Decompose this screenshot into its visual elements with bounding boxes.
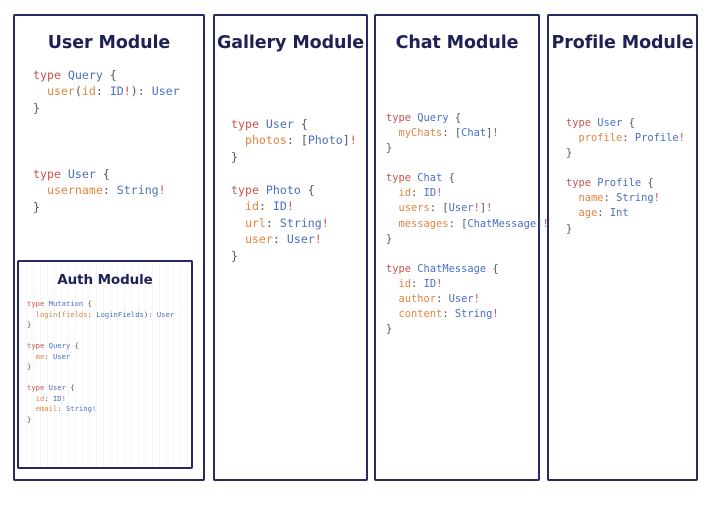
module-body-chat: type Query { myChats: [Chat]! } type Cha… bbox=[376, 53, 549, 337]
module-title-gallery: Gallery Module bbox=[216, 33, 365, 53]
module-body-profile: type User { profile: Profile! } type Pro… bbox=[549, 53, 696, 237]
module-panel-profile[interactable]: Profile Module type User { profile: Prof… bbox=[547, 14, 698, 481]
module-title-user: User Module bbox=[47, 33, 171, 53]
module-panel-user[interactable]: User Module type Query { user(id: ID!): … bbox=[13, 14, 205, 481]
schema-code-chat: type Query { myChats: [Chat]! } type Cha… bbox=[386, 112, 549, 336]
module-panel-auth[interactable]: Auth Module type Mutation { login(fields… bbox=[17, 260, 193, 469]
module-panel-gallery[interactable]: Gallery Module type User { photos: [Phot… bbox=[213, 14, 368, 481]
module-body-gallery: type User { photos: [Photo]! } type Phot… bbox=[215, 53, 366, 264]
module-body-auth: type Mutation { login(fields: LoginField… bbox=[19, 288, 191, 425]
module-title-auth: Auth Module bbox=[57, 272, 153, 288]
schema-code-auth: type Mutation { login(fields: LoginField… bbox=[27, 299, 175, 424]
schema-code-gallery: type User { photos: [Photo]! } type Phot… bbox=[231, 117, 357, 263]
schema-code-user: type Query { user(id: ID!): User } type … bbox=[33, 68, 180, 214]
module-panel-chat[interactable]: Chat Module type Query { myChats: [Chat]… bbox=[374, 14, 549, 481]
module-title-chat: Chat Module bbox=[395, 33, 519, 53]
schema-code-profile: type User { profile: Profile! } type Pro… bbox=[566, 117, 685, 235]
module-body-user: type Query { user(id: ID!): User } type … bbox=[15, 53, 203, 215]
module-title-profile: Profile Module bbox=[551, 33, 694, 53]
